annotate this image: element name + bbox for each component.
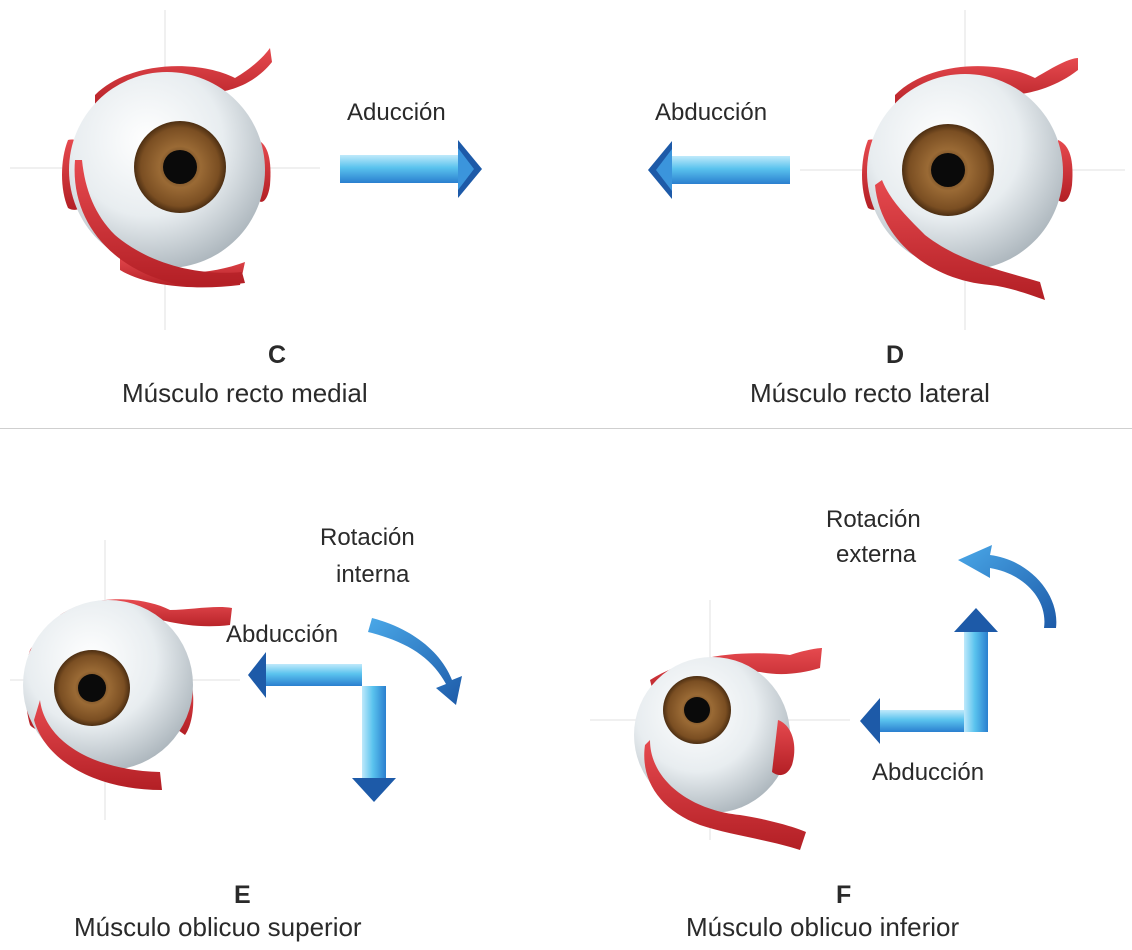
- arrow-label-abduccion-f: Abducción: [872, 758, 984, 788]
- eye-f: [634, 648, 822, 850]
- panel-letter-e: E: [234, 880, 251, 910]
- arrow-down-icon: [352, 686, 396, 802]
- eye-c: [62, 48, 272, 287]
- arrow-label-rotacion-externa-line2: externa: [836, 540, 916, 570]
- pupil-d: [931, 153, 965, 187]
- arrow-label-rotacion-interna-line1: Rotación: [320, 523, 415, 553]
- arrow-label-abduccion: Abducción: [655, 98, 767, 128]
- panel-divider: [0, 428, 1132, 429]
- panel-letter-f: F: [836, 880, 851, 910]
- arrow-left-icon: [648, 141, 790, 199]
- panel-letter-d: D: [886, 340, 904, 370]
- panel-caption-e: Músculo oblicuo superior: [74, 912, 362, 942]
- arrow-left-icon: [860, 698, 964, 744]
- panel-caption-f: Músculo oblicuo inferior: [686, 912, 959, 942]
- arrow-label-rotacion-externa-line1: Rotación: [826, 505, 921, 535]
- arrow-left-icon: [248, 652, 362, 698]
- pupil-f: [684, 697, 710, 723]
- arrow-label-rotacion-interna-line2: interna: [336, 560, 409, 590]
- arrow-right-icon: [340, 140, 482, 198]
- eye-e: [23, 599, 232, 790]
- panel-caption-c: Músculo recto medial: [122, 378, 368, 408]
- arrow-label-abduccion-e: Abducción: [226, 620, 338, 650]
- pupil-e: [78, 674, 106, 702]
- panel-letter-c: C: [268, 340, 286, 370]
- eye-d: [862, 58, 1078, 300]
- panel-caption-d: Músculo recto lateral: [750, 378, 990, 408]
- pupil-c: [163, 150, 197, 184]
- arrow-label-aduccion: Aducción: [347, 98, 446, 128]
